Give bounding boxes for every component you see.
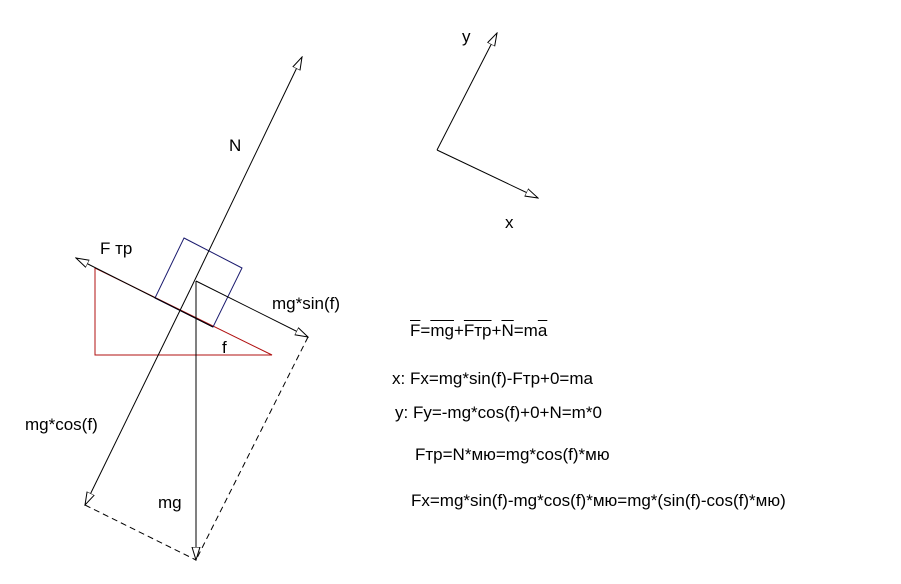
label-friction: F тр — [100, 239, 133, 258]
eq-ftr: Fтр — [463, 321, 492, 340]
mg-sin-arrow — [195, 280, 308, 337]
incline-triangle — [94, 267, 273, 356]
result-equation: Fx=mg*sin(f)-mg*cos(f)*мю=mg*(sin(f)-cos… — [411, 491, 786, 510]
eq-m: =m — [513, 321, 538, 340]
dashed-projection — [195, 336, 309, 561]
eq-N: N — [501, 321, 514, 340]
vector-equation: F=mg+Fтр+N=ma — [410, 322, 547, 339]
normal-arrow — [189, 57, 302, 291]
label-axis-y: y — [462, 27, 471, 46]
eq-mg: mg — [430, 321, 454, 340]
x-equation: x: Fx=mg*sin(f)-Fтр+0=ma — [392, 369, 593, 388]
y-axis-arrow — [436, 33, 497, 151]
mg-cos-arrow — [85, 289, 191, 505]
eq-sym: + — [453, 321, 464, 340]
label-angle: f — [222, 338, 227, 357]
dashed-projection — [84, 504, 197, 561]
eq-a: a — [537, 321, 548, 340]
label-normal: N — [229, 136, 242, 155]
friction-arrow — [76, 258, 214, 328]
eq-sym: + — [491, 321, 502, 340]
label-mg: mg — [158, 493, 182, 512]
friction-equation: Fтр=N*мю=mg*cos(f)*мю — [415, 445, 610, 464]
label-axis-x: x — [505, 213, 514, 232]
eq-sym: = — [420, 321, 431, 340]
eq-F: F — [410, 321, 421, 340]
label-mg-sin: mg*sin(f) — [272, 294, 341, 313]
label-mg-cos: mg*cos(f) — [25, 415, 98, 434]
x-axis-arrow — [436, 149, 538, 198]
y-equation: y: Fy=-mg*cos(f)+0+N=m*0 — [395, 403, 602, 422]
